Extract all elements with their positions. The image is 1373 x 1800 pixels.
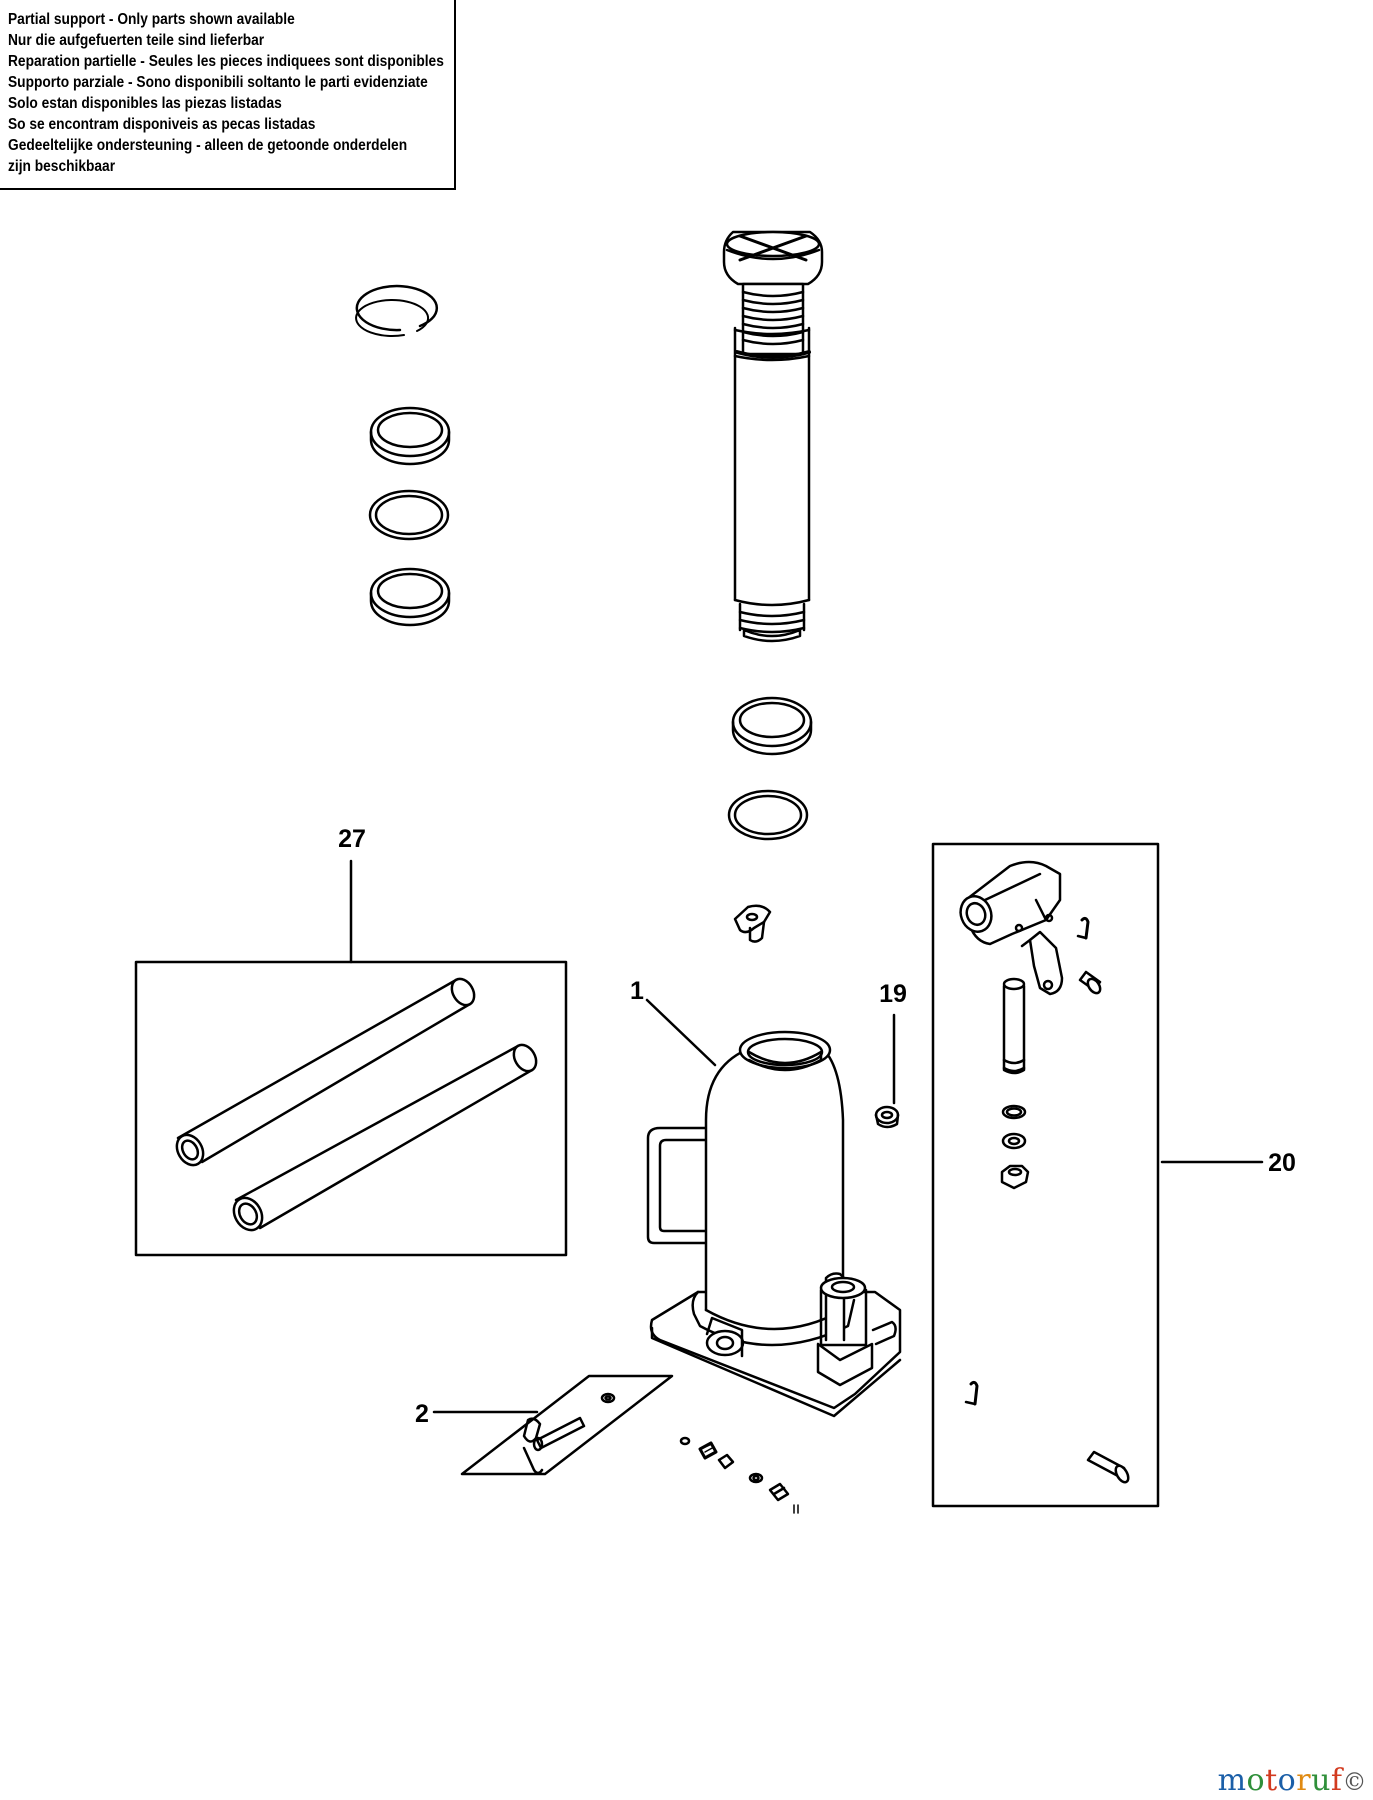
brand-letter: t [1265,1763,1278,1798]
release-screw-kit [432,1374,674,1476]
notice-line: Partial support - Only parts shown avail… [8,11,295,28]
brand-letter: r [1296,1763,1312,1798]
callout-2: 2 [415,1400,429,1428]
notice-line: zijn beschikbaar [8,158,116,175]
notice-line: Supporto parziale - Sono disponibili sol… [8,74,428,91]
seal-rings-center [727,696,813,841]
handle-tubes-box [134,859,568,1257]
valve-tab [733,904,772,943]
notice-line: Gedeeltelijke ondersteuning - alleen de … [8,137,408,154]
partial-support-notice: Partial support - Only parts shown avail… [0,0,456,190]
notice-line: So se encontram disponiveis as pecas lis… [8,116,316,133]
brand-letter: m [1217,1763,1247,1798]
ram-piston [722,230,824,643]
bushing [874,1013,900,1129]
notice-line: Solo estan disponibles las piezas listad… [8,95,282,112]
jack-body [645,998,902,1418]
pump-assembly-box [931,842,1264,1508]
callout-20: 20 [1268,1149,1296,1177]
valve-small-parts [679,1436,799,1514]
brand-letter: o [1246,1763,1266,1798]
callout-1: 1 [630,977,644,1005]
notice-line: Reparation partielle - Seules les pieces… [8,53,444,70]
brand-letter: f [1330,1763,1343,1798]
brand-watermark: motoruf© [1218,1763,1367,1798]
copyright-icon: © [1342,1768,1367,1796]
seal-rings-left [355,284,451,627]
brand-letter: o [1277,1763,1297,1798]
callout-27: 27 [338,825,366,853]
brand-letter: u [1311,1763,1331,1798]
callout-19: 19 [879,980,907,1008]
notice-line: Nur die aufgefuerten teile sind lieferba… [8,32,265,49]
